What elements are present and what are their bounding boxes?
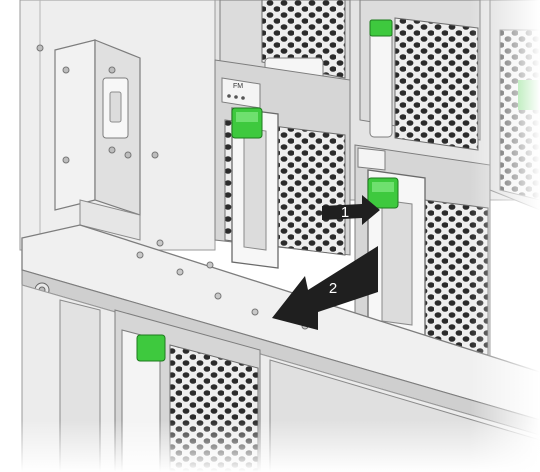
latch-icon[interactable]	[369, 19, 393, 37]
pull-arrow-icon	[272, 246, 378, 330]
step-2-label: 2	[329, 280, 337, 297]
step-2-arrow: 2	[272, 246, 378, 330]
step-1-label: 1	[341, 204, 349, 221]
rack-rail-bar	[21, 224, 540, 436]
rack-rail-bracket	[36, 39, 159, 241]
step-1-arrow: 1	[322, 195, 380, 225]
fan-module-active	[354, 144, 491, 376]
push-arrow-icon	[322, 195, 380, 225]
fan-module-tag: FM	[233, 83, 243, 90]
latch-icon[interactable]	[136, 334, 166, 362]
fan-module-upper-right	[359, 0, 481, 151]
fan-module-middle: FM	[214, 59, 351, 269]
